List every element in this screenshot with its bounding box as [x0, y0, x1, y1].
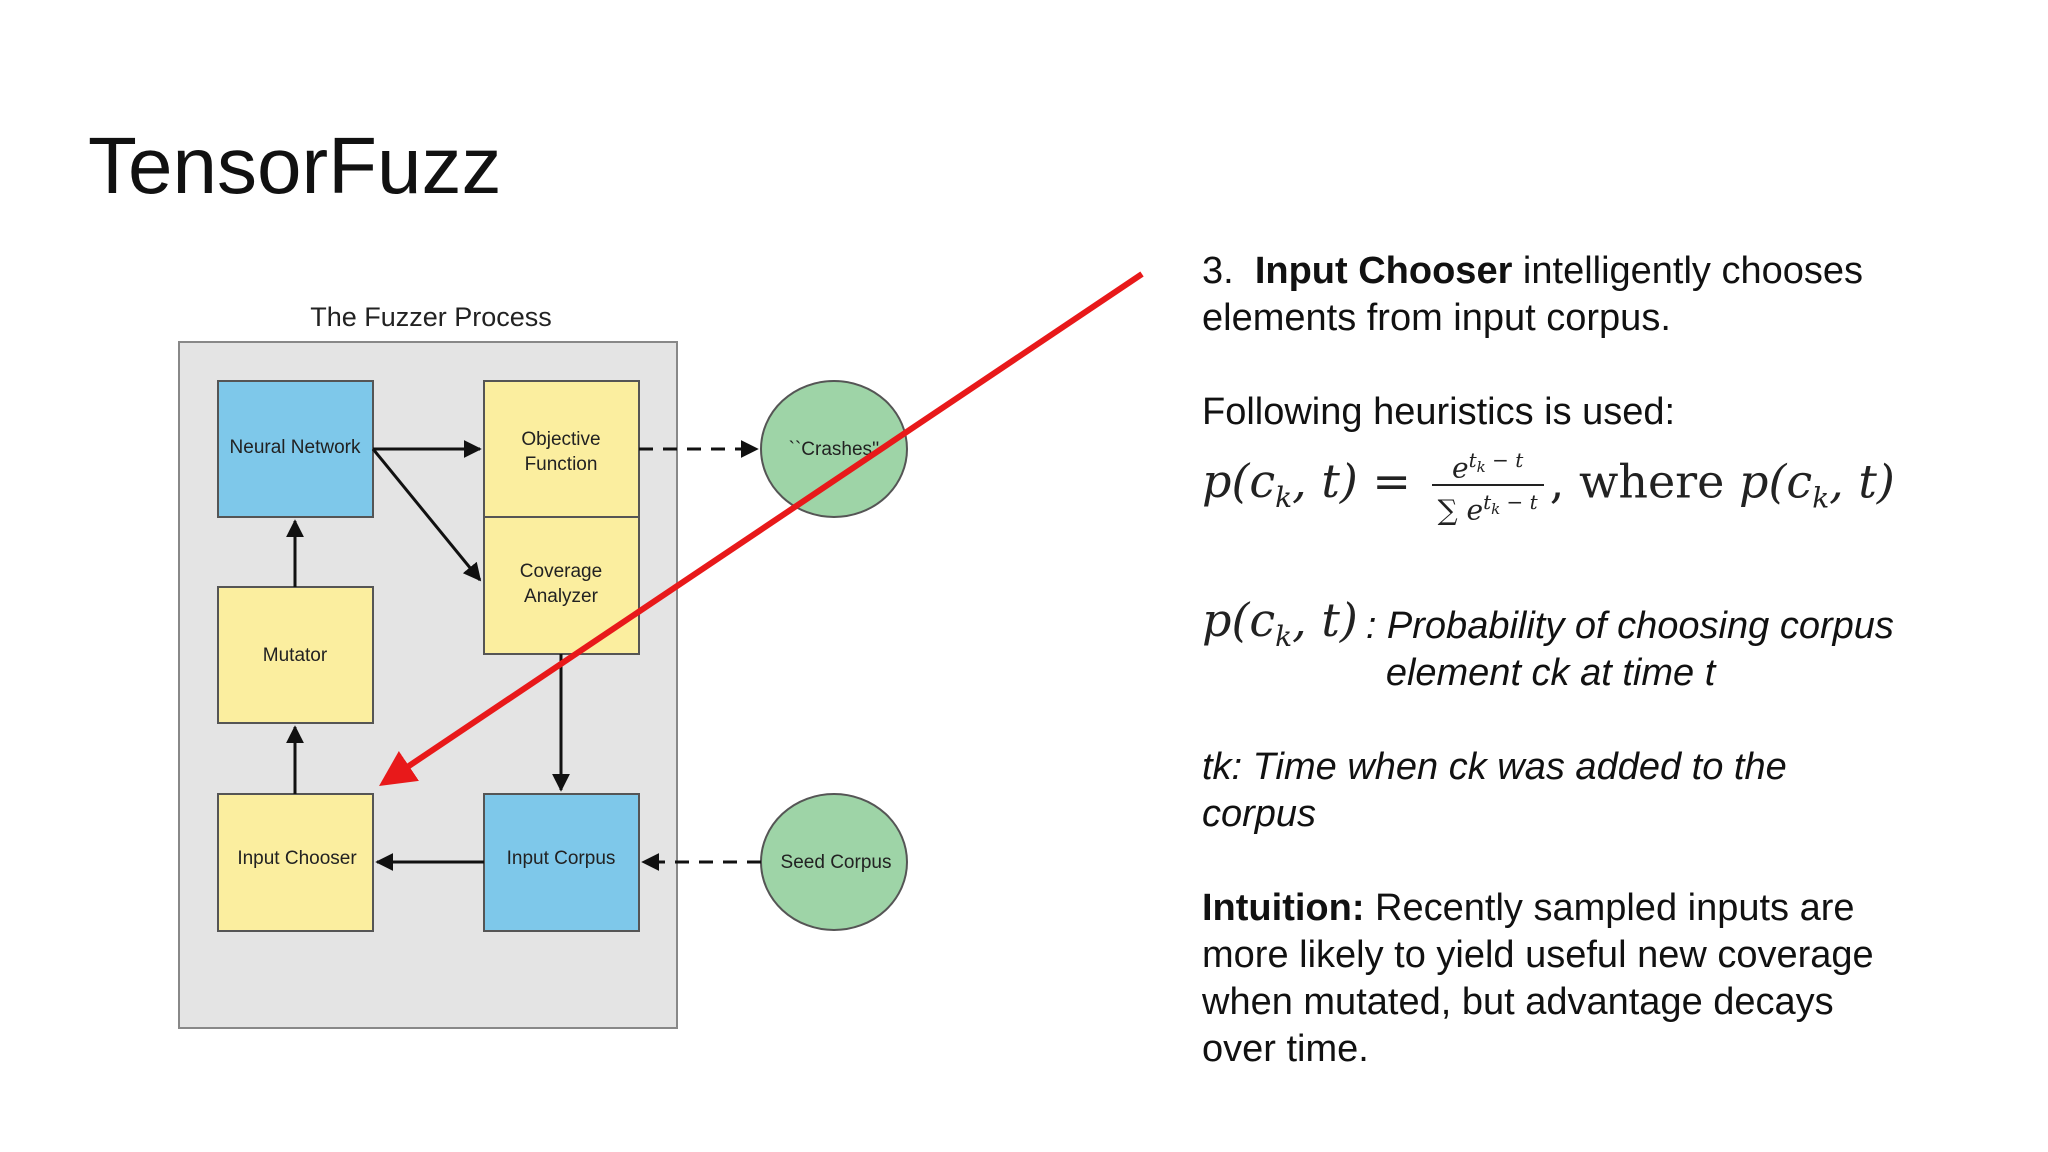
seed-corpus-label: Seed Corpus: [781, 852, 892, 873]
definition-text-2: element ck at time t: [1385, 651, 1716, 694]
objective-function-label-2: Function: [525, 454, 598, 475]
input-chooser-box: [217, 793, 374, 932]
tk-text-2: corpus: [1202, 792, 1317, 835]
input-chooser-label: Input Chooser: [237, 848, 357, 869]
intuition-bold: Intuition:: [1202, 886, 1365, 929]
intuition-text-1: Recently sampled inputs are: [1364, 886, 1855, 929]
item-rest-1: intelligently chooses: [1512, 250, 1864, 292]
definition-row: p(ck, t) : Probability of choosing corpu…: [1202, 592, 1982, 697]
diagram-caption: The Fuzzer Process: [310, 302, 552, 332]
formula-fraction: etk − t ∑ etk − t: [1431, 444, 1544, 527]
arrow-nn-to-coverage: [371, 448, 482, 582]
item-rest-2: elements from input corpus.: [1202, 297, 1671, 339]
heuristics-text: Following heuristics is used:: [1202, 391, 1676, 433]
mutator-label: Mutator: [263, 645, 328, 666]
item-heading: 3. Input Chooser intelligently chooses: [1202, 248, 1982, 295]
crashes-label: ``Crashes'': [789, 439, 880, 460]
item-number: 3.: [1202, 250, 1234, 292]
intuition-line-1: Intuition: Recently sampled inputs are: [1202, 885, 1982, 932]
explanation-panel: 3. Input Chooser intelligently chooses e…: [1202, 248, 1982, 1073]
tk-text-1: tk: Time when ck was added to the: [1202, 745, 1787, 788]
highlight-arrow: [379, 271, 1144, 787]
definition-symbol: p(ck, t): [1202, 592, 1358, 653]
intuition-text-3: when mutated, but advantage decays: [1202, 980, 1834, 1023]
coverage-analyzer-label-2: Analyzer: [524, 586, 599, 607]
crashes-node: [760, 380, 908, 518]
intuition-text-4: over time.: [1202, 1027, 1369, 1070]
slide-title: TensorFuzz: [88, 121, 502, 210]
definition-text-1: : Probability of choosing corpus: [1365, 604, 1894, 647]
input-corpus-label: Input Corpus: [507, 848, 616, 869]
item-bold: Input Chooser: [1254, 250, 1513, 292]
objective-function-label-1: Objective: [521, 429, 600, 450]
probability-formula: p(ck, t) = etk − t ∑ etk − t , where p(c…: [1202, 444, 1982, 527]
intuition-text-2: more likely to yield useful new coverage: [1202, 933, 1874, 976]
neural-network-label: Neural Network: [230, 437, 361, 458]
coverage-analyzer-label-1: Coverage: [520, 561, 602, 582]
mutator-box: [217, 586, 374, 724]
objective-function-box: [483, 380, 640, 518]
